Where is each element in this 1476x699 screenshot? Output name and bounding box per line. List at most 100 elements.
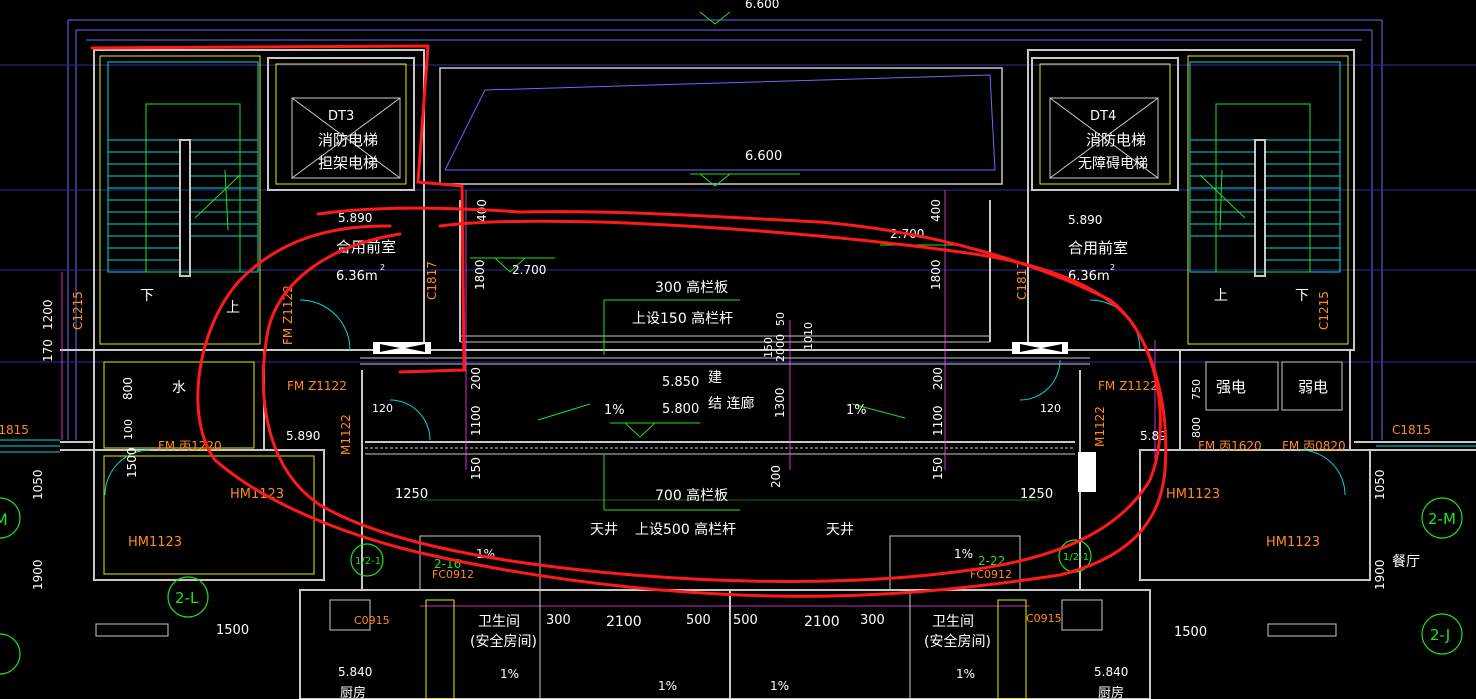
dim-2100-b: 2100	[804, 614, 840, 630]
dim-400-r: 400	[929, 199, 943, 222]
elev-2700-left: 2.700	[512, 263, 546, 277]
dim-200-r: 200	[931, 367, 945, 390]
rail-bottom-1: 700 高栏板	[655, 487, 728, 504]
door-c1815-right: C1815	[1392, 423, 1431, 437]
room-dining: 餐厅	[1392, 554, 1420, 570]
dim-1250-l: 1250	[395, 487, 428, 502]
door-c1215-right: C1215	[1317, 291, 1331, 330]
dim-2100-a: 2100	[606, 614, 642, 630]
axis-h-left: 1/2-1	[355, 556, 381, 567]
corridor-slope-left: 1%	[604, 403, 625, 418]
void-elevation: 6.600	[745, 149, 782, 164]
elev-589-right: 5.89	[1140, 429, 1167, 443]
axis-j-left: J	[0, 645, 1, 664]
bath-right-1: 卫生间	[932, 614, 974, 630]
room-water: 水	[172, 380, 186, 396]
door-swings	[104, 299, 1346, 496]
courtyard-left: 天井	[590, 522, 618, 538]
dim-200c: 200	[769, 465, 783, 488]
dt3-id: DT3	[328, 109, 354, 124]
dim-50: 50	[774, 312, 787, 326]
corridor-elev2: 5.800	[662, 402, 699, 417]
dim-800: 800	[121, 377, 135, 400]
kitchen-left-elev: 5.840	[338, 665, 372, 679]
lobby-left-sup: 2	[380, 263, 385, 272]
right-core-walls	[1027, 49, 1476, 581]
stair-down-right: 下	[1295, 288, 1309, 304]
dim-1050-l: 1050	[31, 469, 45, 500]
void-shaft	[439, 11, 1003, 187]
dim-1500-r: 1500	[1174, 625, 1207, 640]
door-m1122-right: M1122	[1093, 406, 1107, 447]
dt4-id: DT4	[1090, 109, 1116, 124]
door-fc0912-right: FC0912	[970, 568, 1012, 581]
dim-150-l: 150	[469, 457, 483, 480]
door-m1122-left: M1122	[339, 414, 353, 455]
kitchen-right-elev: 5.840	[1094, 665, 1128, 679]
door-c1817-right: C1817	[1015, 261, 1029, 300]
corridor-name2: 结 连廊	[708, 395, 754, 412]
corridor-slope-right: 1%	[846, 403, 867, 418]
dt4-line1: 消防电梯	[1086, 131, 1146, 149]
dim-1250-r: 1250	[1020, 487, 1053, 502]
door-fm-left-a: FM Z1122	[281, 285, 295, 345]
corridor-elev1: 5.850	[662, 375, 699, 390]
dim-300-b: 300	[860, 613, 885, 628]
kitchen-right-name: 厨房	[1098, 685, 1124, 699]
dim-2000: 2000	[774, 334, 787, 362]
dim-100: 100	[122, 419, 135, 440]
dim-300-a: 300	[546, 613, 571, 628]
door-fm-right: FM Z1122	[1098, 379, 1158, 393]
corridor-name1: 建	[708, 370, 722, 386]
elev-589-left: 5.890	[286, 429, 320, 443]
bath-right-2: (安全房间)	[924, 633, 991, 650]
lobby-right-elev: 5.890	[1068, 213, 1102, 227]
dim-150-r: 150	[931, 457, 945, 480]
axis-j-right: 2-J	[1430, 626, 1450, 644]
dim-1100-l: 1100	[469, 405, 483, 436]
dim-1500-bottom-l: 1500	[216, 623, 249, 638]
corridor-lines	[350, 200, 1090, 590]
dt4-line2: 无障碍电梯	[1078, 156, 1148, 172]
dim-1050-r: 1050	[1373, 469, 1387, 500]
door-fm-left-b: FM Z1122	[287, 379, 347, 393]
rail-bottom-2: 上设500 高栏杆	[635, 521, 736, 538]
pct-4: 1%	[658, 679, 677, 693]
left-core-walls	[0, 49, 425, 581]
dim-1300: 1300	[773, 387, 787, 418]
stair-up-right: 上	[1214, 288, 1228, 304]
lobby-right-name: 合用前室	[1068, 239, 1128, 257]
door-c0915-left: C0915	[354, 614, 390, 627]
axis-l-left: 2-L	[175, 589, 199, 607]
door-c1817-left: C1817	[425, 261, 439, 300]
axis-m-left: M	[0, 510, 8, 529]
dimension-lines	[61, 190, 1156, 607]
stair-up-left: 上	[226, 300, 240, 316]
door-hm1123-c: HM1123	[1166, 487, 1220, 502]
door-hm1123-d: HM1123	[1266, 535, 1320, 550]
dim-1010: 1010	[802, 322, 815, 350]
labels: DT3 消防电梯 担架电梯 DT4 消防电梯 无障碍电梯 5.890 合用前室 …	[0, 109, 1431, 699]
lobby-right-sup: 2	[1110, 263, 1115, 272]
dim-500-a: 500	[686, 613, 711, 628]
door-hm1123-b: HM1123	[128, 535, 182, 550]
door-fm-bing-left: FM 丙1220	[158, 439, 222, 453]
title-elevation: 6.600	[745, 0, 779, 11]
dim-1100-r: 1100	[931, 405, 945, 436]
lobby-left-name: 合用前室	[336, 238, 396, 256]
dim-170: 170	[41, 339, 55, 362]
door-fc0912-left: FC0912	[432, 568, 474, 581]
dim-120-l: 120	[372, 402, 393, 415]
rail-top-2: 上设150 高栏杆	[632, 310, 733, 327]
kitchen-left-name: 厨房	[340, 685, 366, 699]
rail-top-1: 300 高栏板	[655, 279, 728, 296]
stair-down-left: 下	[140, 288, 154, 304]
dim-120-r: 120	[1040, 402, 1061, 415]
pct-6: 1%	[956, 667, 975, 681]
lobby-left-area: 6.36m	[336, 269, 378, 284]
bath-left-2: (安全房间)	[470, 633, 537, 650]
dim-1800-r: 1800	[929, 259, 943, 290]
dim-500-b: 500	[733, 613, 758, 628]
door-c0915-right: C0915	[1026, 612, 1062, 625]
